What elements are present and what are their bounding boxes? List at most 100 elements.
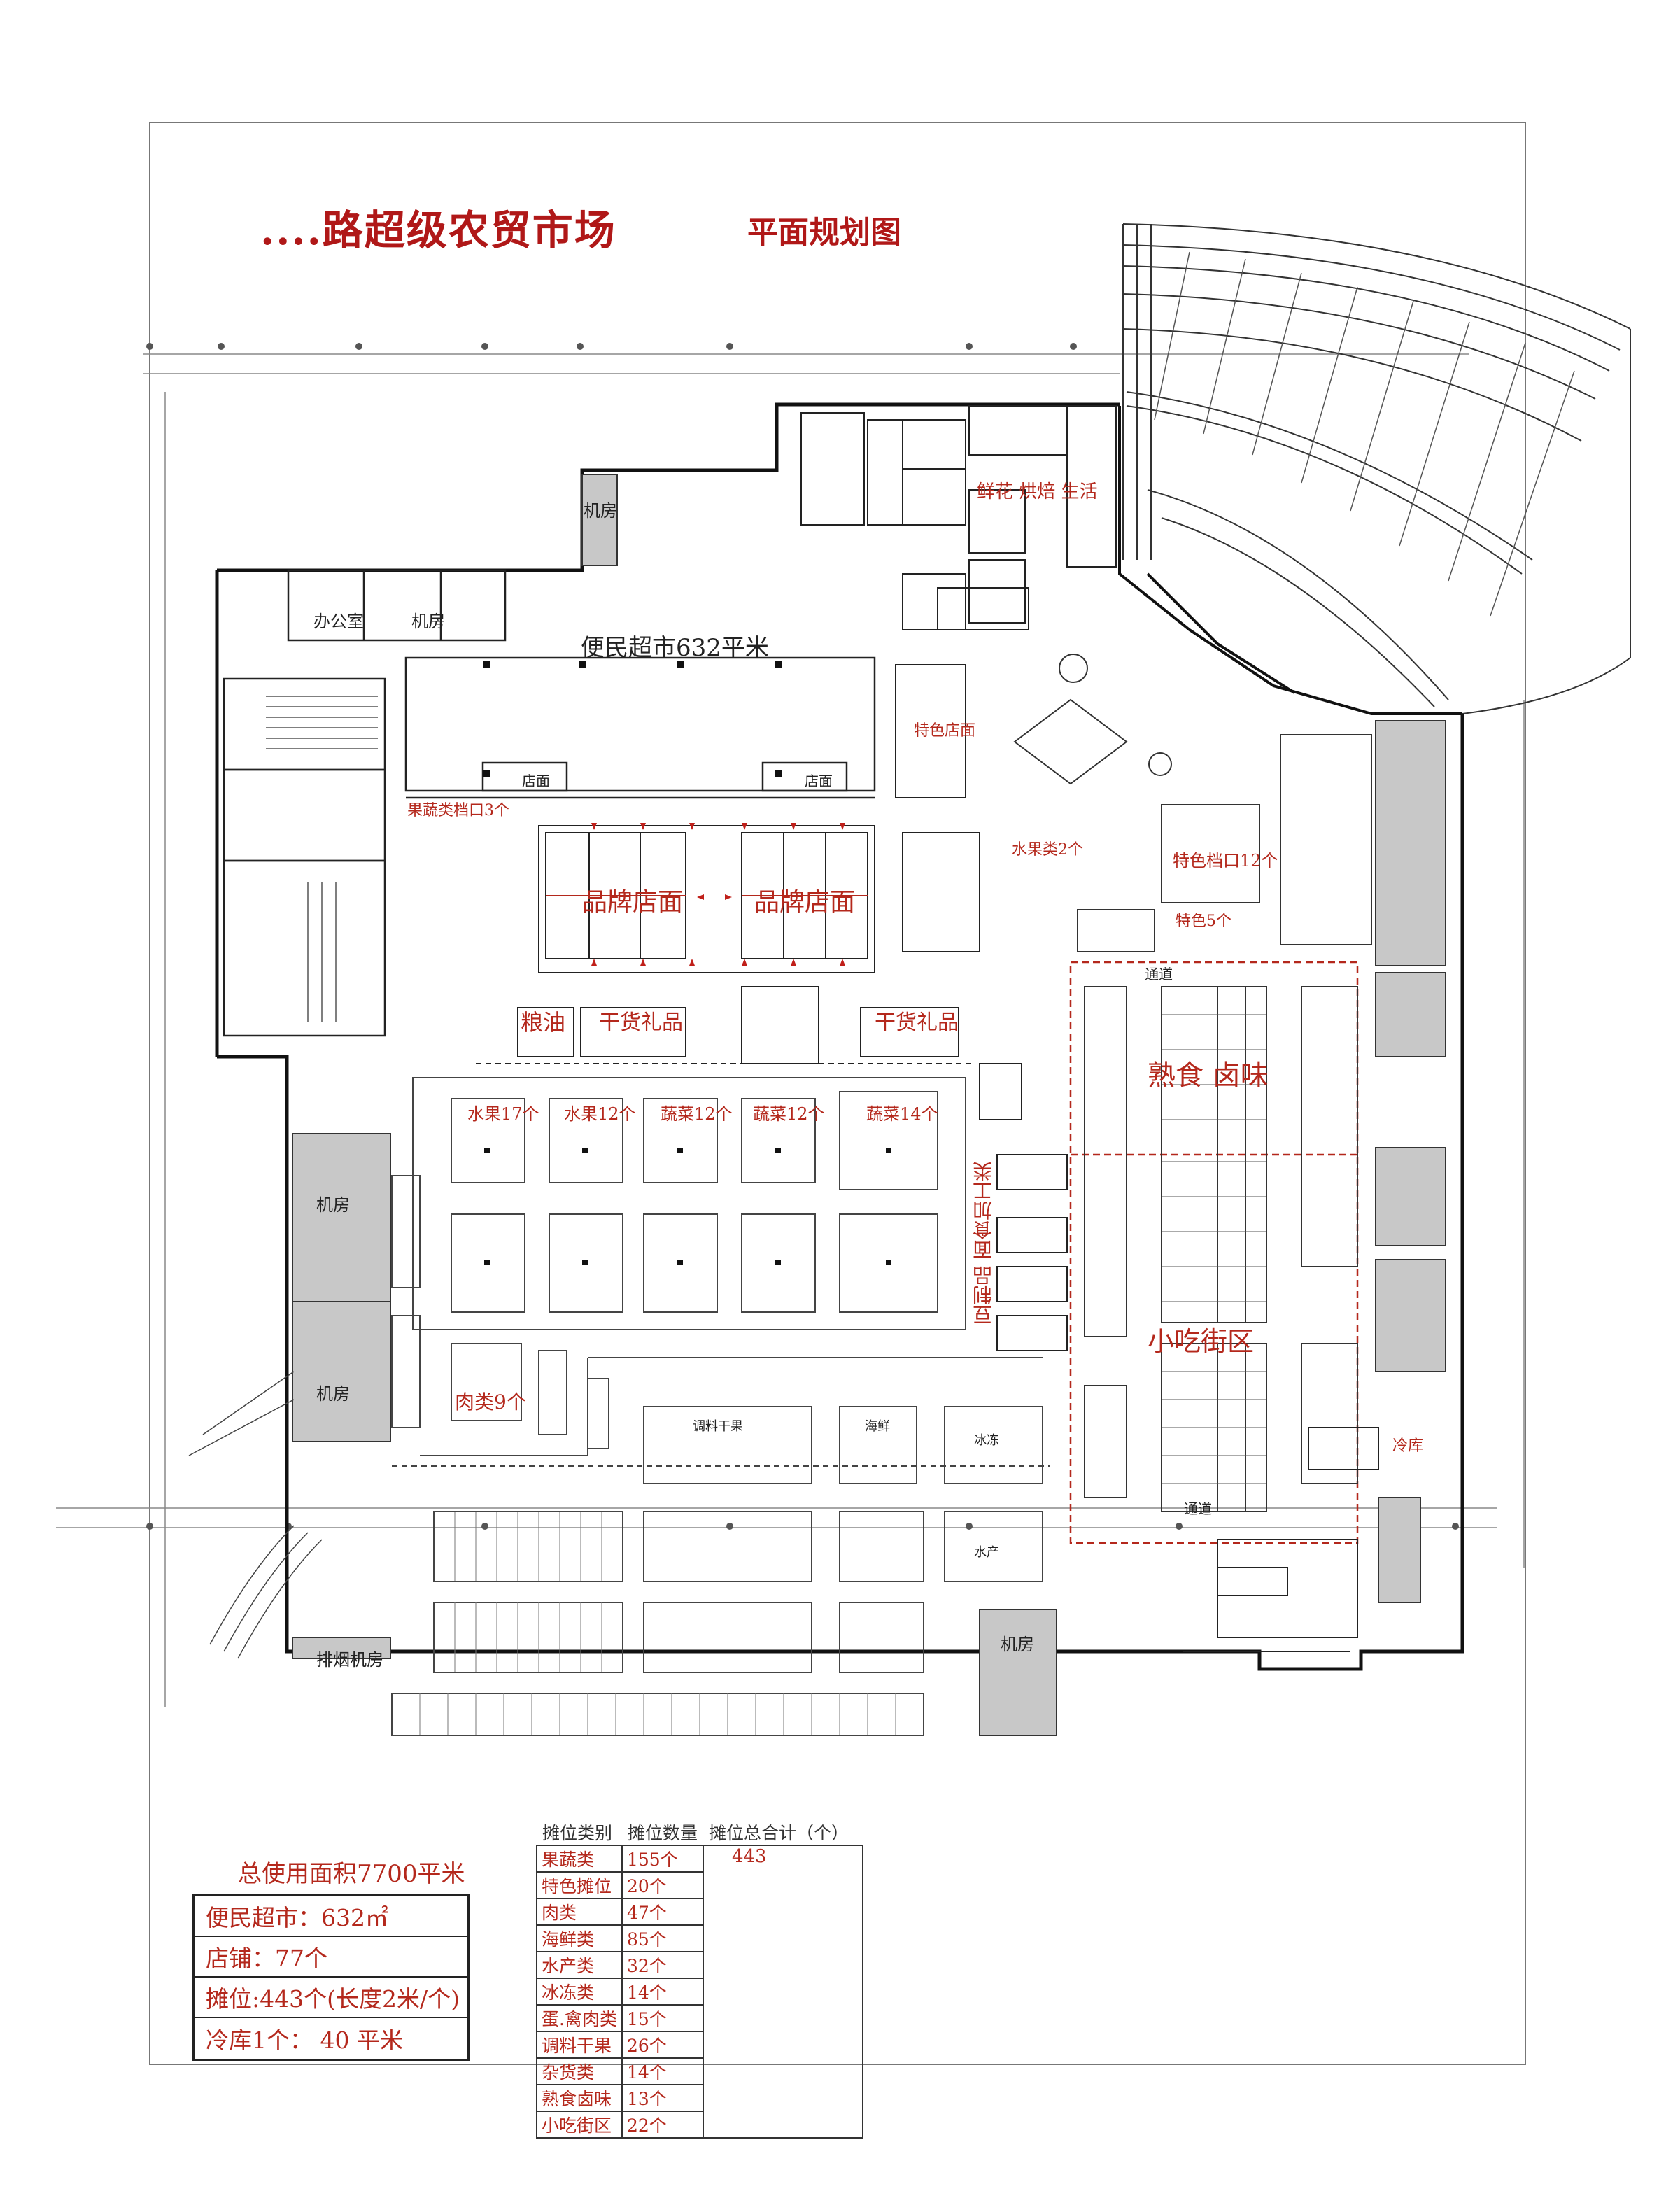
cell-count: 13个 (621, 2084, 704, 2112)
sheet-frame (149, 122, 1526, 2065)
cell-count: 20个 (621, 1871, 704, 1899)
label-aquatic: 水产 (974, 1545, 999, 1560)
label-tofu-noodle: 豆制品 面食加工类 (972, 1162, 995, 1325)
total-area: 总使用面积7700平米 (238, 1860, 465, 1888)
cell-count: 14个 (621, 1978, 704, 2006)
diagonal-entrance (1118, 406, 1462, 715)
label-fresh-flower: 鲜花 烘焙 生活 (977, 481, 1098, 502)
west-meat-stalls (391, 1175, 609, 1449)
summary-row-cold-storage: 冷库1个： 40 平米 (206, 2027, 403, 2054)
cell-count: 26个 (621, 2031, 704, 2059)
north-service-rooms (800, 405, 1117, 630)
label-dry-goods-1: 干货礼品 (599, 1010, 683, 1035)
label-frozen: 冰冻 (974, 1433, 999, 1448)
summary-row-supermarket: 便民超市：632㎡ (195, 1896, 467, 1937)
deli-stall-ticks (1162, 1014, 1266, 1484)
dry-goods-row (476, 986, 973, 1064)
machine-rooms (292, 474, 1446, 1736)
label-office: 办公室 (313, 612, 364, 631)
cell-category: 冰冻类 (536, 1978, 623, 2006)
label-condiment: 调料干果 (693, 1419, 743, 1434)
west-stairs (188, 1371, 323, 1659)
southeast-rooms (1183, 1427, 1379, 1652)
cell-category: 特色摊位 (536, 1871, 623, 1899)
label-machine-room-3: 机房 (316, 1195, 350, 1215)
cell-category: 熟食卤味 (536, 2084, 623, 2112)
columns (483, 661, 782, 777)
label-machine-room-2: 机房 (584, 501, 617, 521)
label-fruit-stalls-2: 水果类2个 (1012, 841, 1083, 859)
brand-store-blocks (538, 664, 980, 973)
label-veg-12-a: 蔬菜12个 (661, 1104, 733, 1124)
summary-row-stalls: 摊位:443个(长度2米/个) (195, 1978, 467, 2018)
tofu-shops (979, 1063, 1068, 1351)
plan-title: ....路超级农贸市场 (260, 206, 616, 254)
label-supermarket: 便民超市632平米 (581, 634, 769, 662)
header-total: 摊位总合计（个） (708, 1823, 849, 1843)
cell-count: 14个 (621, 2057, 704, 2085)
cell-category: 肉类 (536, 1898, 623, 1926)
plan-subtitle: 平面规划图 (747, 215, 901, 251)
label-fruit-12: 水果12个 (564, 1104, 636, 1124)
cell-category: 调料干果 (536, 2031, 623, 2059)
cell-category: 小吃街区 (536, 2111, 623, 2139)
label-specialty-store: 特色店面 (914, 722, 976, 740)
label-machine-room-1: 机房 (411, 612, 445, 631)
label-veg-14: 蔬菜14个 (866, 1104, 938, 1124)
cell-count: 22个 (621, 2111, 704, 2139)
cell-total: 443 (702, 1845, 863, 2139)
produce-stall-centers (484, 1148, 891, 1265)
label-store-2: 店面 (805, 773, 833, 789)
label-machine-room-5: 机房 (1001, 1635, 1034, 1654)
label-store-1: 店面 (522, 773, 550, 789)
label-seafood: 海鲜 (865, 1419, 890, 1434)
brand-arrows (591, 823, 845, 966)
label-specialty-stalls-12: 特色档口12个 (1173, 851, 1278, 871)
header-category: 摊位类别 (542, 1823, 613, 1843)
dimension-grid (56, 353, 1525, 1707)
cell-category: 水产类 (536, 1951, 623, 1979)
cell-category: 果蔬类 (536, 1845, 623, 1873)
row-ticks (419, 1512, 896, 1735)
label-snack-street: 小吃街区 (1148, 1326, 1255, 1357)
label-deli: 熟食 卤味 (1148, 1059, 1269, 1092)
west-rooms (223, 569, 507, 1037)
stadium-seating (1122, 223, 1631, 714)
cell-category: 杂货类 (536, 2057, 623, 2085)
label-grain-oil: 粮油 (521, 1009, 566, 1036)
label-aisle-1: 通道 (1184, 1500, 1212, 1517)
label-machine-room-4: 机房 (316, 1384, 350, 1404)
summary-box: 便民超市：632㎡ 店铺：77个 摊位:443个(长度2米/个) 冷库1个： 4… (192, 1894, 470, 2061)
table-row: 果蔬类 155个 443 (536, 1845, 863, 2139)
cell-category: 蛋.禽肉类 (536, 2004, 623, 2032)
label-dry-goods-2: 干货礼品 (875, 1010, 959, 1035)
label-cold-storage: 冷库 (1392, 1437, 1424, 1455)
cell-count: 85个 (621, 1924, 704, 1952)
stadium-radial-lines (1154, 251, 1575, 617)
stair-lines (266, 696, 378, 1022)
label-fruit-17: 水果17个 (467, 1104, 539, 1124)
header-count: 摊位数量 (627, 1823, 698, 1843)
label-meat-9: 肉类9个 (455, 1390, 526, 1414)
specialty-stalls (1013, 654, 1372, 952)
cell-count: 155个 (621, 1845, 704, 1873)
label-veg-12-b: 蔬菜12个 (753, 1104, 825, 1124)
label-fruit-veg-stalls: 果蔬类档口3个 (407, 802, 509, 819)
cell-count: 15个 (621, 2004, 704, 2032)
cell-category: 海鲜类 (536, 1924, 623, 1952)
label-brand-store-2: 品牌店面 (754, 888, 856, 917)
label-aisle-2: 通道 (1145, 966, 1173, 982)
